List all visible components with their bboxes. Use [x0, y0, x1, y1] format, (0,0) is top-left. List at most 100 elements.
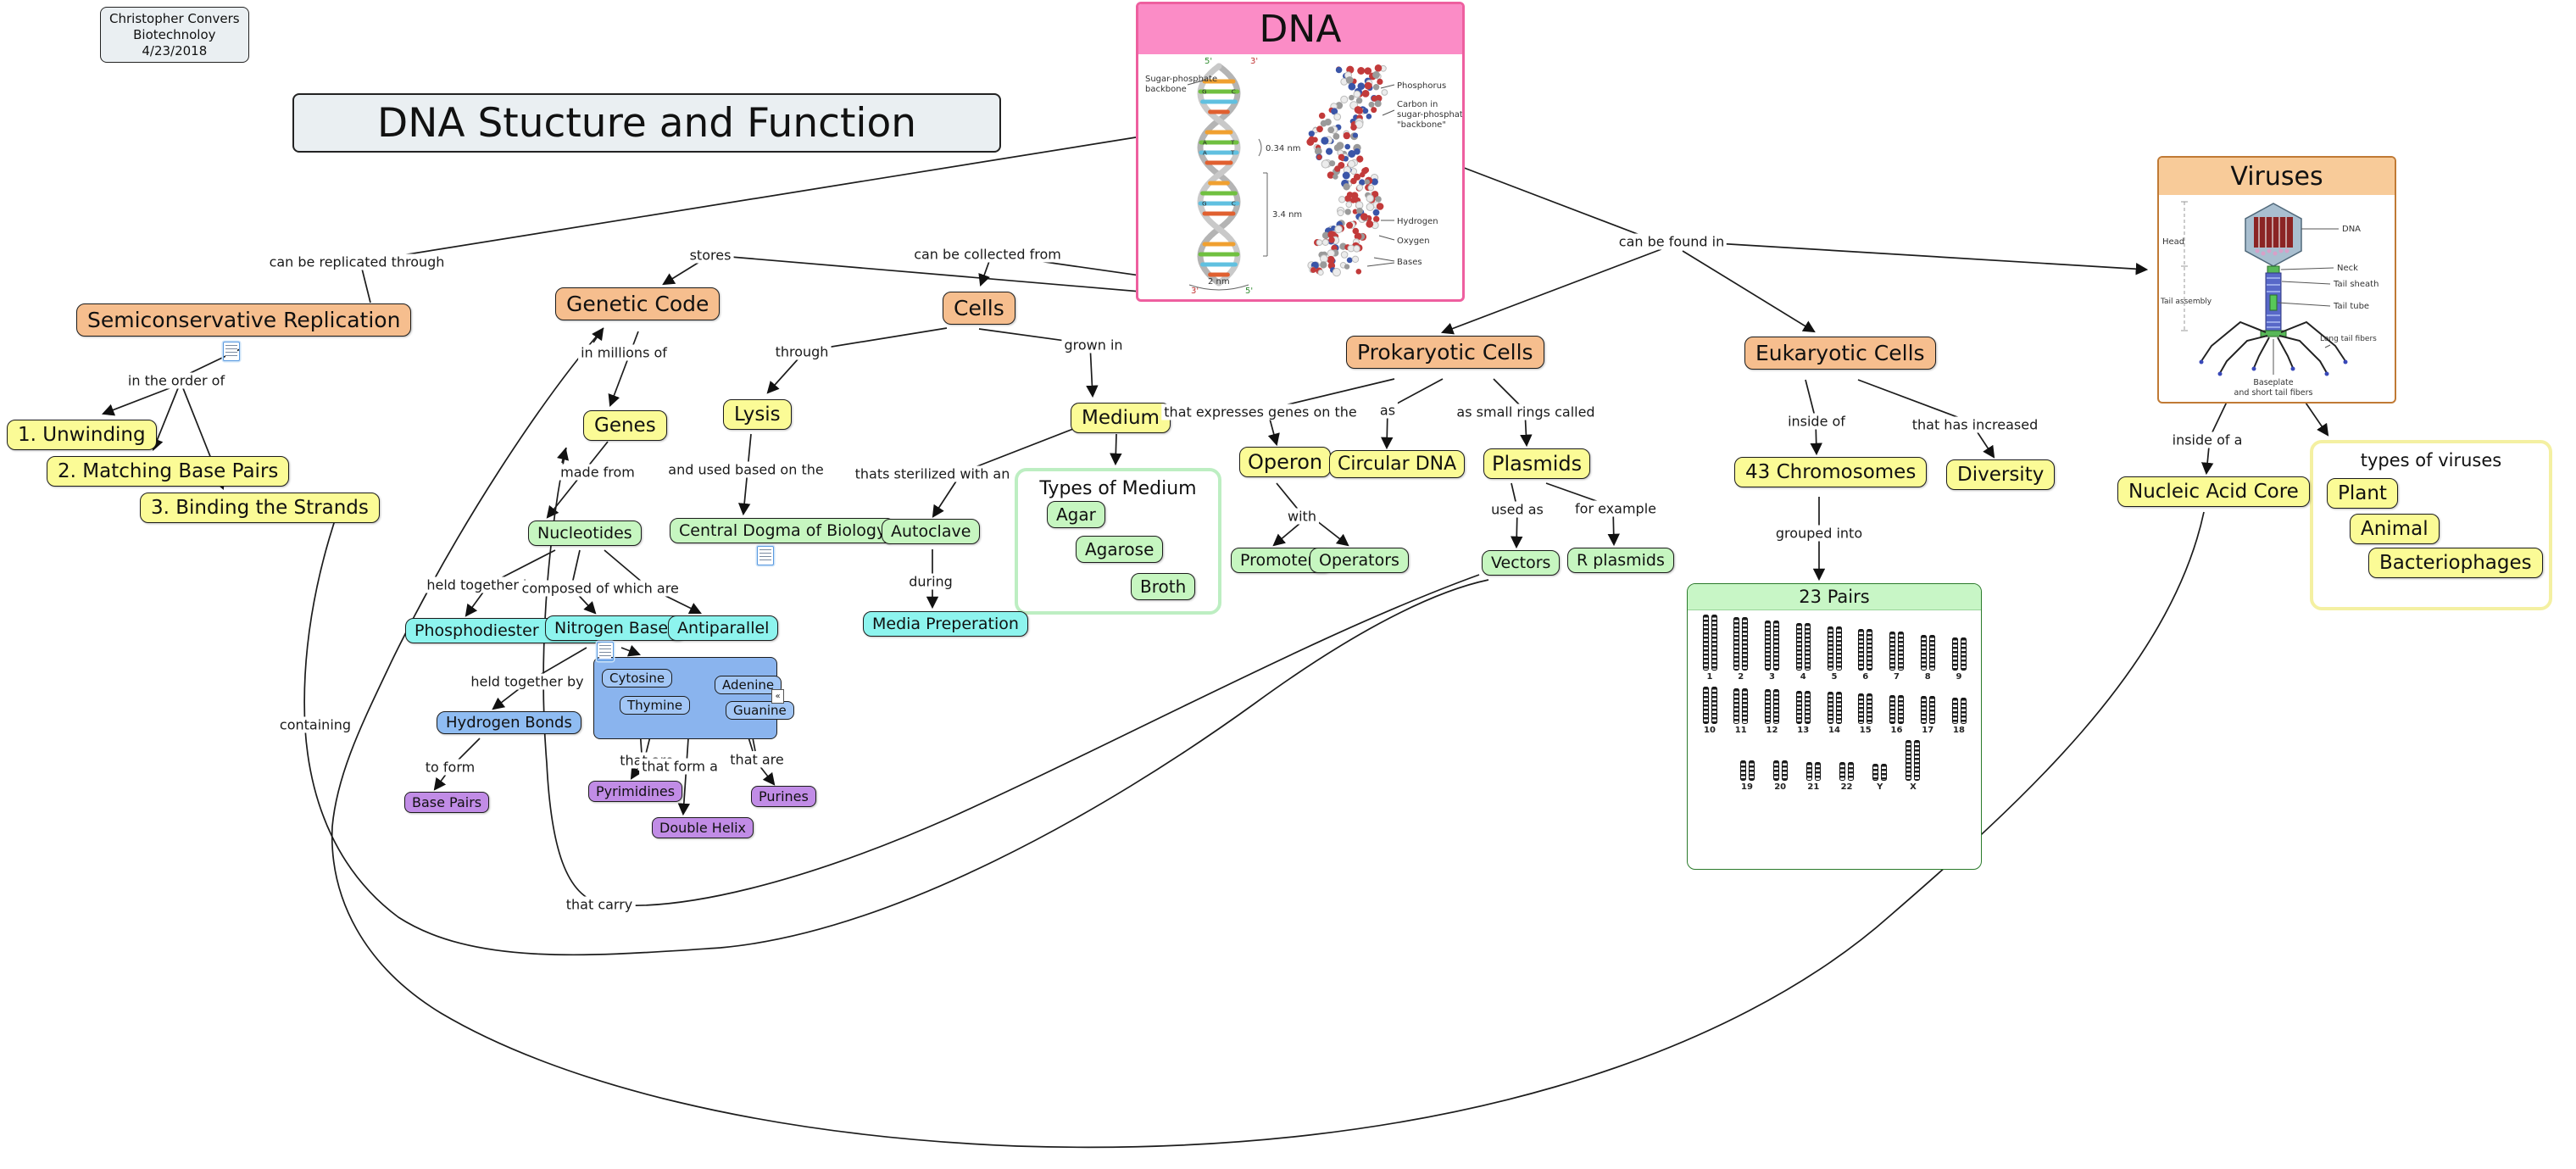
svg-text:sugar-phosphate: sugar-phosphate [1397, 110, 1462, 120]
link-label-that-are-right[interactable]: that are [727, 751, 787, 768]
dim-34nm-label: 3.4 nm [1272, 210, 1302, 220]
link-label-grouped-into[interactable]: grouped into [1772, 525, 1866, 542]
node-eukaryotic-cells[interactable]: Eukaryotic Cells [1744, 337, 1936, 370]
types-of-medium-title: Types of Medium [1039, 478, 1197, 499]
resource-icon[interactable] [597, 642, 614, 661]
link-label-made-from[interactable]: made from [558, 464, 637, 481]
node-purines[interactable]: Purines [751, 786, 816, 807]
link-label-composed-of[interactable]: composed of [519, 580, 612, 597]
node-circular-dna[interactable]: Circular DNA [1329, 450, 1466, 478]
node-nitrogen-bases[interactable]: Nitrogen Bases [545, 615, 686, 641]
link-label-as-small-rings-called[interactable]: as small rings called [1454, 404, 1598, 420]
svg-text:3': 3' [1191, 287, 1199, 296]
node-pyrimidines[interactable]: Pyrimidines [588, 781, 683, 802]
link-label-held-together-by-1[interactable]: held together by [424, 576, 542, 593]
dim-034nm-label: 0.34 nm [1266, 144, 1301, 153]
collapse-icon[interactable]: « [771, 689, 784, 704]
link-label-as[interactable]: as [1377, 402, 1399, 419]
link-label-thats-sterilized-with-an[interactable]: thats sterilized with an [852, 465, 1013, 482]
link-label-with[interactable]: with [1285, 508, 1319, 525]
node-matching-base-pairs[interactable]: 2. Matching Base Pairs [47, 456, 290, 487]
five-prime-label: 5' [1205, 57, 1212, 66]
node-genes[interactable]: Genes [583, 410, 667, 441]
link-label-during[interactable]: during [906, 573, 955, 590]
node-central-dogma[interactable]: Central Dogma of Biology [670, 518, 896, 543]
link-label-grown-in[interactable]: grown in [1061, 337, 1126, 353]
link-label-can-be-collected-from[interactable]: can be collected from [911, 246, 1064, 263]
link-label-through[interactable]: through [772, 343, 832, 360]
node-cytosine[interactable]: Cytosine [602, 669, 673, 687]
link-label-in-millions-of[interactable]: in millions of [578, 344, 670, 361]
svg-text:backbone: backbone [1145, 85, 1187, 94]
svg-text:T: T [1230, 150, 1235, 157]
link-label-that-has-increased[interactable]: that has increased [1909, 416, 2041, 433]
link-label-can-be-found-in[interactable]: can be found in [1616, 233, 1728, 250]
node-guanine[interactable]: Guanine [726, 701, 794, 720]
node-vectors[interactable]: Vectors [1482, 550, 1561, 576]
node-plant[interactable]: Plant [2327, 478, 2398, 509]
node-double-helix[interactable]: Double Helix [652, 817, 754, 838]
svg-text:and short tail fibers: and short tail fibers [2234, 388, 2313, 398]
phage-long-tail-fibers-label: Long tail fibers [2320, 335, 2377, 343]
node-media-preperation[interactable]: Media Preperation [863, 611, 1028, 637]
dna-figure-title: DNA [1138, 4, 1462, 54]
node-prokaryotic-cells[interactable]: Prokaryotic Cells [1346, 336, 1544, 369]
node-unwinding[interactable]: 1. Unwinding [7, 420, 157, 450]
node-medium[interactable]: Medium [1071, 403, 1171, 433]
author-name: Christopher Convers [109, 11, 240, 26]
link-label-held-together-by-2[interactable]: held together by [468, 673, 587, 690]
viruses-figure-box[interactable]: Viruses Head Tail assembly [2157, 156, 2396, 404]
link-label-inside-of-a[interactable]: inside of a [2169, 431, 2245, 448]
link-label-and-used-based-on-the[interactable]: and used based on the [665, 461, 826, 478]
link-label-used-as[interactable]: used as [1488, 501, 1546, 518]
node-operon[interactable]: Operon [1239, 447, 1332, 477]
node-nucleic-acid-core[interactable]: Nucleic Acid Core [2117, 476, 2310, 507]
link-label-that-carry[interactable]: that carry [563, 896, 636, 913]
node-broth[interactable]: Broth [1131, 573, 1196, 600]
node-agar[interactable]: Agar [1047, 501, 1105, 528]
node-r-plasmids[interactable]: R plasmids [1567, 548, 1674, 573]
link-label-which-are[interactable]: which are [610, 580, 682, 597]
viruses-figure-title: Viruses [2159, 158, 2395, 195]
node-semiconservative-replication[interactable]: Semiconservative Replication [76, 303, 412, 337]
resource-icon[interactable] [223, 342, 240, 361]
node-adenine[interactable]: Adenine [715, 676, 782, 694]
link-label-containing[interactable]: containing [276, 716, 354, 733]
three-prime-label: 3' [1250, 57, 1258, 66]
phage-baseplate-label: Baseplate [2253, 378, 2293, 387]
node-base-pairs[interactable]: Base Pairs [404, 792, 490, 813]
node-nucleotides[interactable]: Nucleotides [528, 520, 642, 546]
link-label-that-expresses-genes-on-the[interactable]: that expresses genes on the [1161, 404, 1360, 420]
link-label-for-example[interactable]: for example [1572, 500, 1659, 517]
node-autoclave[interactable]: Autoclave [882, 519, 981, 544]
node-genetic-code[interactable]: Genetic Code [555, 287, 721, 320]
node-thymine[interactable]: Thymine [620, 696, 691, 715]
node-cells[interactable]: Cells [943, 292, 1015, 325]
link-label-to-form[interactable]: to form [422, 759, 478, 776]
link-label-can-be-replicated-through[interactable]: can be replicated through [266, 253, 448, 270]
node-plasmids[interactable]: Plasmids [1483, 448, 1591, 479]
node-bacteriophages[interactable]: Bacteriophages [2368, 548, 2543, 578]
phage-tail-sheath-label: Tail sheath [2333, 280, 2378, 289]
svg-text:G: G [1202, 89, 1206, 96]
link-label-in-the-order-of[interactable]: in the order of [125, 372, 228, 389]
link-label-stores[interactable]: stores [687, 247, 734, 264]
node-binding-the-strands[interactable]: 3. Binding the Strands [140, 493, 380, 523]
node-animal[interactable]: Animal [2350, 514, 2440, 544]
resource-icon[interactable] [757, 546, 774, 565]
svg-text:G: G [1202, 201, 1206, 208]
svg-text:C: C [1232, 201, 1236, 208]
node-agarose[interactable]: Agarose [1076, 536, 1164, 563]
node-diversity[interactable]: Diversity [1946, 459, 2056, 490]
node-antiparallel[interactable]: Antiparallel [668, 615, 779, 641]
node-lysis[interactable]: Lysis [723, 399, 792, 430]
node-operators[interactable]: Operators [1310, 548, 1409, 573]
node-hydrogen-bonds[interactable]: Hydrogen Bonds [437, 711, 581, 734]
node-43-chromosomes[interactable]: 43 Chromosomes [1734, 457, 1928, 487]
svg-text:A: A [1203, 150, 1207, 157]
link-label-that-form-a[interactable]: that form a [639, 758, 721, 775]
link-label-inside-of[interactable]: inside of [1785, 413, 1848, 430]
